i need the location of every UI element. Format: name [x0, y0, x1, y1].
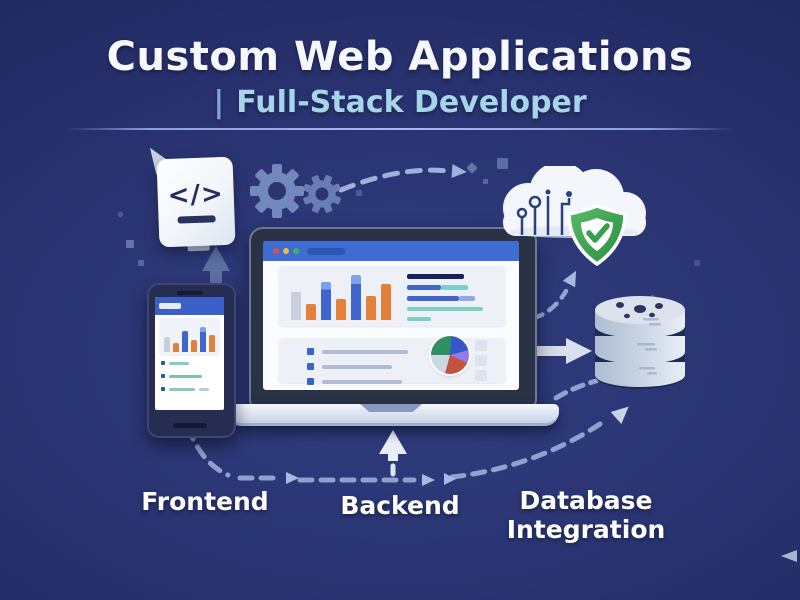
chart-bar — [336, 299, 346, 320]
label-backend: Backend — [340, 491, 460, 520]
stat-line-row — [407, 317, 483, 321]
decor-square — [126, 240, 134, 248]
browser-bar — [263, 241, 519, 261]
thumbnail-square — [475, 340, 487, 351]
chart-bar — [164, 337, 170, 352]
arrowhead-icon — [286, 472, 299, 484]
page-subtitle: | Full-Stack Developer — [0, 85, 800, 120]
browser-dot-yellow-icon — [283, 248, 289, 254]
phone-illustration — [147, 283, 236, 438]
stat-line-row — [407, 285, 483, 290]
chart-bar — [291, 292, 301, 320]
gear-large-icon — [250, 164, 304, 218]
laptop-pie-chart — [431, 336, 469, 374]
chart-bar — [306, 304, 316, 320]
browser-dot-red-icon — [273, 248, 279, 254]
decor-square — [497, 158, 508, 169]
arrowhead-icon — [610, 406, 629, 424]
phone-home-slot — [173, 423, 207, 428]
label-database-line1: Database — [519, 486, 653, 515]
phone-bar-chart — [164, 327, 215, 352]
flow-arrow-backend-up — [379, 430, 407, 481]
thumbnail-square — [475, 355, 487, 366]
chart-bar — [381, 284, 391, 320]
chart-bar — [209, 335, 215, 352]
laptop-stat-lines — [407, 274, 483, 327]
shield-check-icon — [567, 204, 627, 266]
chart-bar — [191, 340, 197, 352]
label-database-integration: Database Integration — [500, 486, 672, 544]
phone-speaker — [177, 291, 203, 295]
arrowhead-icon — [444, 473, 456, 485]
phone-header-chip — [159, 303, 181, 309]
laptop-illustration — [249, 227, 537, 408]
stat-line-row — [161, 374, 209, 378]
laptop-list — [307, 348, 408, 393]
chart-bar — [321, 282, 331, 320]
thumbnail-square — [475, 370, 487, 381]
code-file-icon: </> — [156, 157, 236, 252]
laptop-notch — [360, 404, 422, 412]
decor-square — [694, 260, 700, 266]
decor-square — [356, 190, 362, 196]
arrowhead-icon — [422, 474, 435, 486]
phone-chart-card — [159, 318, 220, 356]
chart-bar — [173, 343, 179, 352]
dashboard-top-card — [279, 266, 505, 326]
code-underline — [177, 215, 216, 224]
dashboard-bottom-card — [279, 336, 505, 384]
stat-line-row — [407, 307, 483, 311]
laptop-base — [227, 404, 559, 426]
phone-list — [161, 361, 209, 400]
decor-square — [483, 179, 488, 184]
list-item — [307, 348, 408, 355]
subtitle-separator: | — [213, 85, 225, 120]
label-frontend: Frontend — [141, 487, 269, 516]
phone-header-bar — [155, 297, 224, 315]
chart-bar — [182, 331, 188, 352]
stat-line-row — [161, 361, 209, 365]
page-title: Custom Web Applications — [106, 34, 694, 80]
laptop-bar-chart — [291, 275, 391, 320]
flow-arrow-gears-to-cloud — [338, 167, 451, 193]
laptop-screen — [263, 241, 519, 390]
list-item — [307, 378, 408, 385]
arrowhead-icon — [562, 270, 577, 288]
code-glyph: </> — [167, 179, 225, 211]
chart-bar — [351, 275, 361, 320]
decor-square — [138, 260, 144, 266]
list-item — [307, 363, 408, 370]
decor-square — [116, 210, 125, 219]
edge-arrowhead-icon — [781, 550, 797, 562]
decor-square — [466, 162, 478, 174]
gears-icon — [250, 164, 341, 218]
browser-dot-green-icon — [293, 248, 299, 254]
flow-arrow-laptop-to-shield — [530, 288, 569, 321]
database-top-dots — [616, 302, 663, 319]
chart-bar — [366, 296, 376, 320]
subtitle-text: Full-Stack Developer — [236, 85, 587, 120]
browser-tab-pill — [307, 248, 345, 255]
phone-screen — [155, 297, 224, 410]
gear-small-icon — [303, 175, 341, 213]
stat-line-row — [161, 387, 209, 391]
stat-line-row — [407, 296, 483, 301]
stat-line-row — [407, 274, 483, 279]
chart-bar — [200, 327, 206, 352]
database-icon — [595, 296, 685, 389]
header-divider — [68, 128, 732, 130]
label-database-line2: Integration — [506, 515, 666, 544]
arrowhead-icon — [451, 164, 467, 178]
